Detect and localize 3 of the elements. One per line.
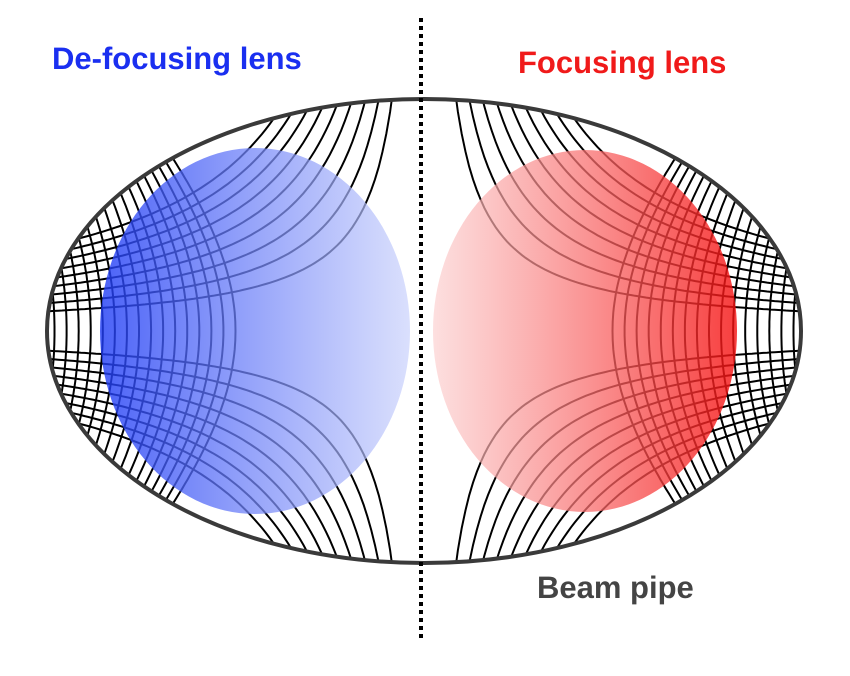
lens-title: De-focusing lens: [52, 43, 302, 74]
beam-pipe-label: Beam pipe: [537, 572, 694, 603]
lens-title: Focusing lens: [518, 47, 726, 78]
